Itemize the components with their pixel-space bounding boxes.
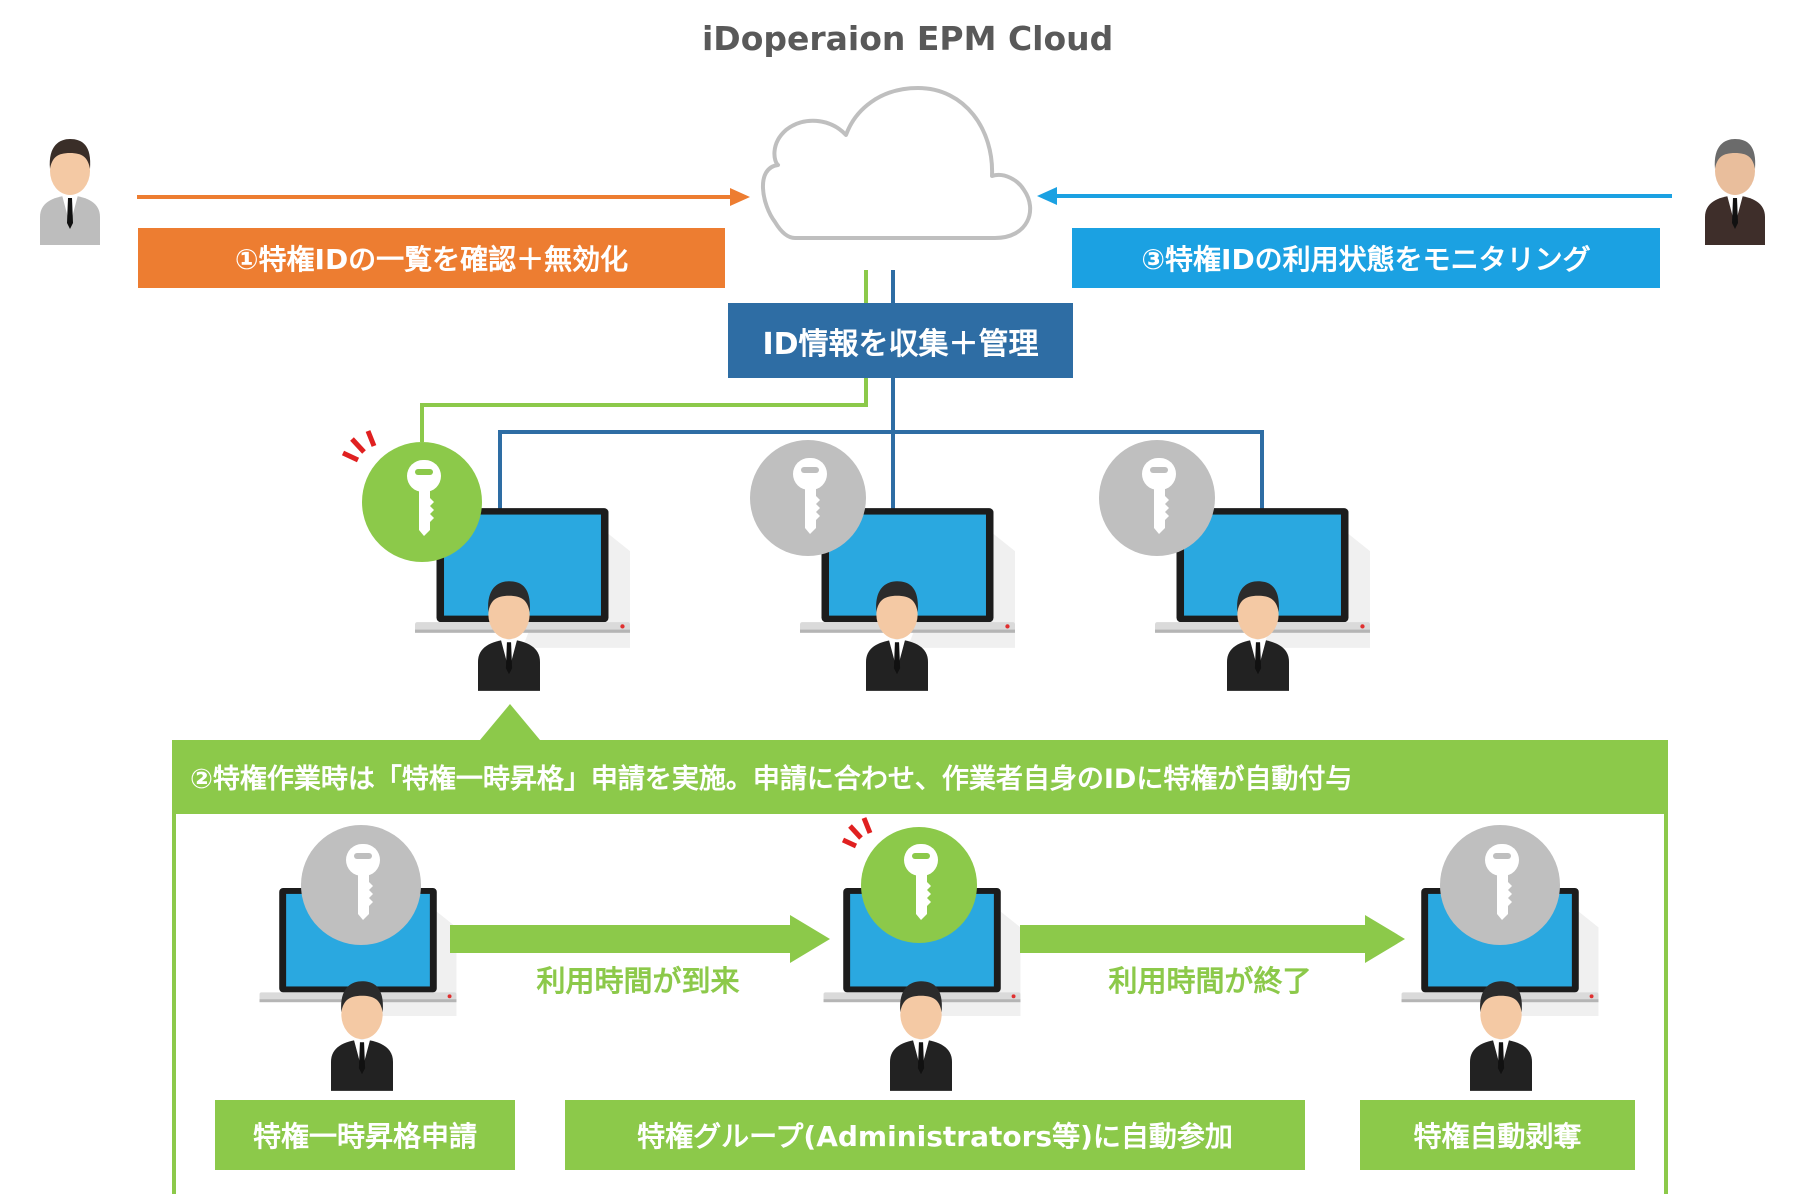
admin-right-label-bg xyxy=(1072,228,1660,288)
admin-left-label: ①特権IDの一覧を確認＋無効化 xyxy=(234,243,629,276)
diagram-title: iDoperaion EPM Cloud xyxy=(702,19,1114,58)
key-inactive-icon xyxy=(750,440,866,556)
arrow-icon xyxy=(1020,915,1405,963)
blue-arrow-icon xyxy=(1037,187,1672,205)
arrow1-label: 利用時間が到来 xyxy=(536,964,740,998)
arrow2-label: 利用時間が終了 xyxy=(1108,964,1312,998)
step1-label: 特権一時昇格申請 xyxy=(252,1120,477,1153)
key-inactive-icon xyxy=(301,825,421,945)
step2-label: 特権グループ(Administrators等)に自動参加 xyxy=(637,1120,1233,1153)
workflow-heading: ②特権作業時は「特権一時昇格」申請を実施。申請に合わせ、作業者自身のIDに特権が… xyxy=(190,763,1353,795)
cloud-icon xyxy=(761,86,1033,240)
arrow-icon xyxy=(450,915,830,963)
admin-left-person-icon xyxy=(40,139,100,245)
admin-left-label-bg xyxy=(138,228,725,288)
key-inactive-icon xyxy=(1099,440,1215,556)
step3-label: 特権自動剥奪 xyxy=(1413,1120,1582,1153)
workflow-panel xyxy=(172,704,1668,1194)
key-active-icon xyxy=(861,827,977,943)
collect-label-bg xyxy=(728,303,1073,378)
key-inactive-icon xyxy=(1440,825,1560,945)
alert-mark-icon xyxy=(341,430,377,463)
step1-label-bg xyxy=(215,1100,515,1170)
step3-label-bg xyxy=(1360,1100,1635,1170)
collect-label: ID情報を収集＋管理 xyxy=(762,326,1039,362)
orange-arrow-icon xyxy=(137,188,750,206)
alert-mark-icon xyxy=(841,817,873,849)
key-active-icon xyxy=(362,442,482,562)
step2-label-bg xyxy=(565,1100,1305,1170)
admin-right-label: ③特権IDの利用状態をモニタリング xyxy=(1141,243,1591,276)
admin-right-person-icon xyxy=(1705,139,1765,245)
